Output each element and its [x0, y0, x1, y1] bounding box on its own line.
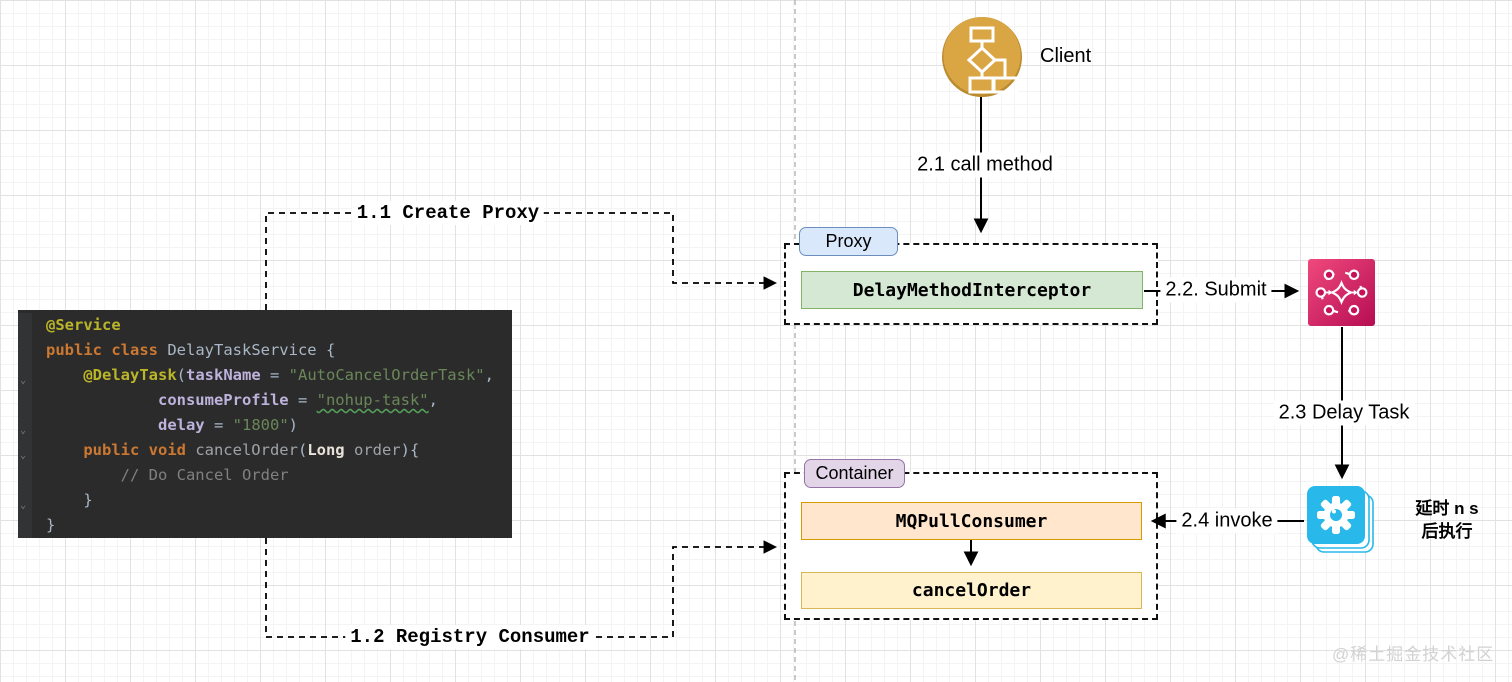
mq-pull-consumer-label: MQPullConsumer: [895, 510, 1048, 532]
fold-marker-icon: ⌄: [20, 500, 27, 511]
create-proxy-edge-label: 1.1 Create Proxy: [351, 201, 545, 225]
mq-pull-consumer-node: MQPullConsumer: [801, 502, 1142, 540]
editor-gutter: ⌄ ⌄ ⌄ ⌄: [18, 313, 32, 538]
client-icon: [942, 17, 1022, 97]
fold-marker-icon: ⌄: [20, 375, 27, 386]
scheduler-gear-icon: [1307, 486, 1374, 553]
create-proxy-connector: [265, 212, 778, 310]
proxy-group-label: Proxy: [825, 231, 872, 251]
fold-marker-icon: ⌄: [20, 450, 27, 461]
delay-note: 延时 n s 后执行: [1405, 497, 1489, 543]
eventbridge-icon: [1308, 259, 1375, 326]
delay-note-line1: 延时 n s: [1415, 499, 1479, 518]
delay-note-line2: 后执行: [1421, 522, 1473, 541]
container-group-tag: Container: [804, 459, 905, 488]
registry-consumer-connector: [265, 538, 778, 638]
call-method-edge-label: 2.1 call method: [912, 152, 1058, 178]
invoke-edge-label: 2.4 invoke: [1176, 508, 1278, 534]
proxy-group-tag: Proxy: [799, 227, 898, 256]
delay-task-edge-label: 2.3 Delay Task: [1273, 400, 1415, 426]
watermark: @稀土掘金技术社区: [1332, 645, 1495, 664]
cancel-order-node: cancelOrder: [801, 572, 1142, 609]
submit-edge-label: 2.2. Submit: [1160, 277, 1272, 303]
fold-marker-icon: ⌄: [20, 425, 27, 436]
container-group-label: Container: [815, 463, 894, 483]
cancel-order-label: cancelOrder: [911, 580, 1032, 601]
registry-consumer-edge-label: 1.2 Registry Consumer: [345, 625, 595, 649]
client-label: Client: [1040, 45, 1092, 67]
interceptor-label: DelayMethodInterceptor: [852, 279, 1092, 301]
interceptor-node: DelayMethodInterceptor: [801, 271, 1143, 309]
